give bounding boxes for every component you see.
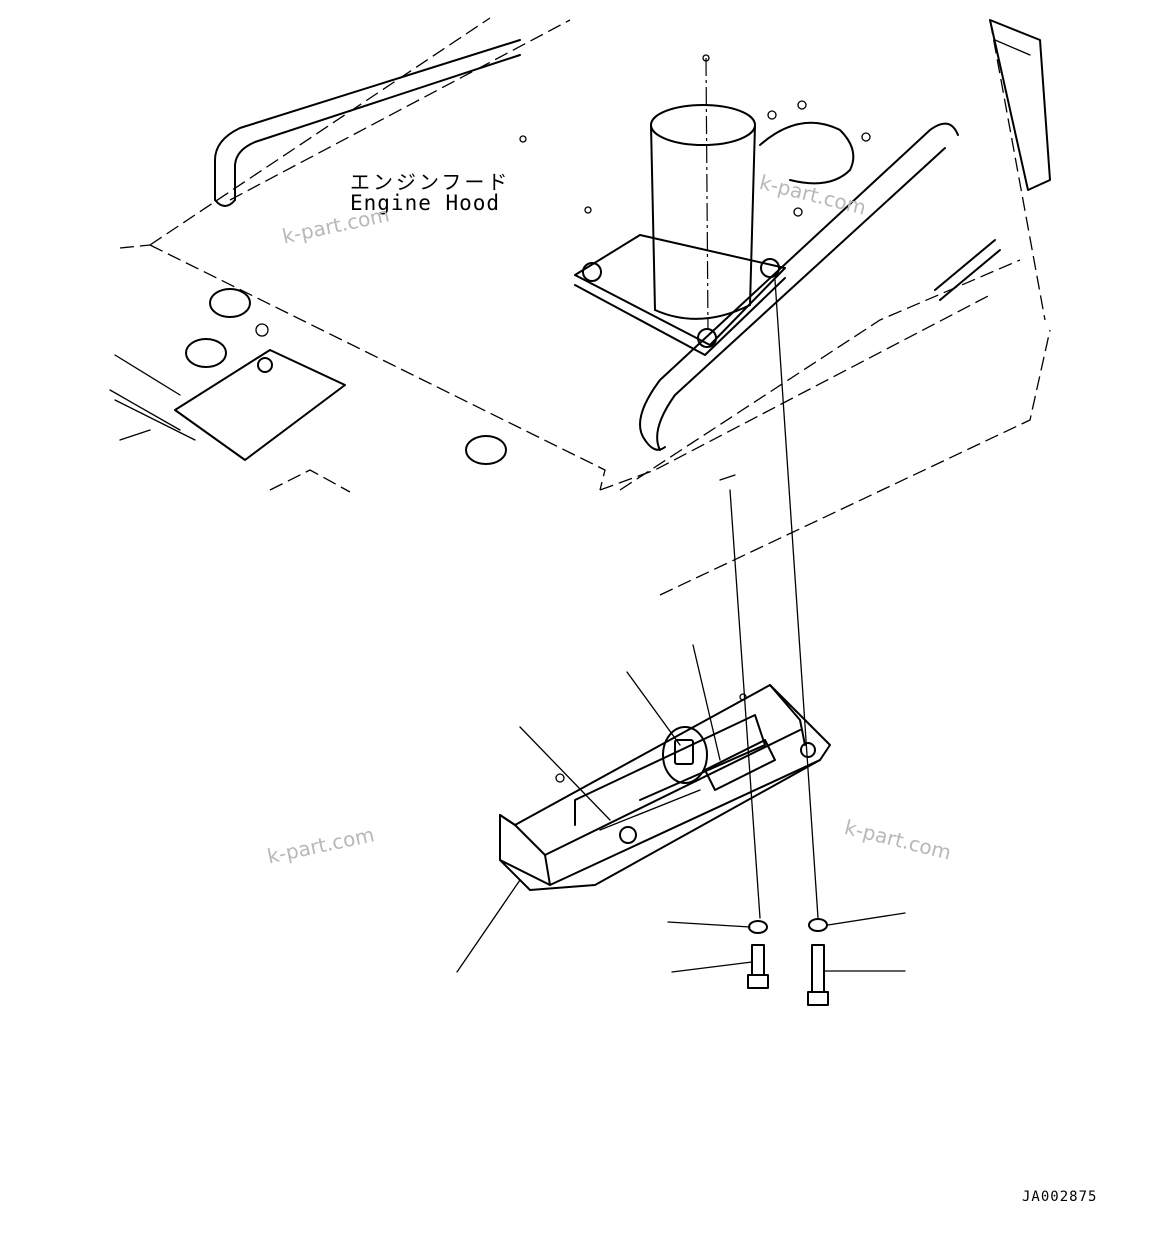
part-name-jp: エンジンフード (350, 170, 511, 194)
part-name-en: Engine Hood (350, 191, 501, 215)
bolt-icon (747, 944, 829, 1006)
washer-icon (748, 918, 828, 934)
drawing-code: JA002875 (1022, 1189, 1098, 1205)
engine-hood-outline (109, 17, 1051, 596)
leader-lines (456, 644, 906, 973)
battery-tray-icon (499, 684, 831, 891)
